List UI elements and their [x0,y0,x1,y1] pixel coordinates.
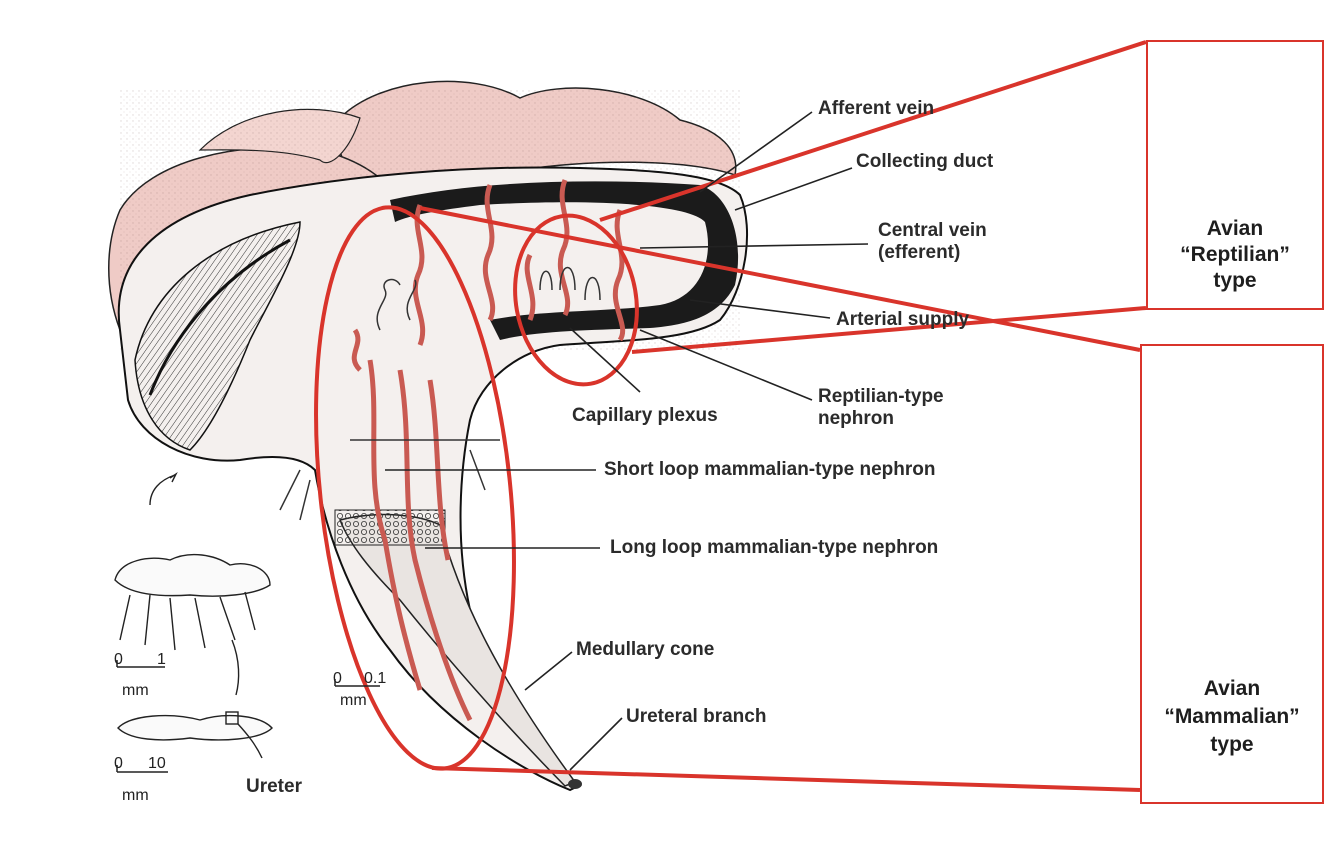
panel-reptilian-line3: type [1213,269,1257,292]
label-capillary-plexus: Capillary plexus [572,405,718,426]
label-short-loop-nephron: Short loop mammalian-type nephron [604,459,936,480]
inset-sketches [114,471,273,759]
label-central-vein-line1: Central vein [878,220,987,241]
connector-reptilian-bottom [631,306,1147,354]
label-medullary-cone: Medullary cone [576,639,715,660]
label-reptilian-nephron-line2: nephron [818,408,894,429]
panel-reptilian-line1: Avian [1206,217,1264,240]
connector-mammalian-bottom [431,766,1141,792]
scale-inset-top-end: 1 [157,651,166,668]
label-reptilian-nephron-line1: Reptilian-type [818,386,944,407]
scale-inset-bottom-unit: mm [122,787,149,804]
scale-main-unit: mm [340,692,367,709]
connector-mammalian-top [419,206,1141,352]
panel-mammalian-line1: Avian [1203,677,1261,700]
leader-lines [385,111,869,771]
connector-reptilian-top [599,40,1147,222]
scale-inset-bottom-start: 0 [114,755,123,772]
panel-mammalian-line2: “Mammalian” [1164,705,1300,728]
label-arterial-supply: Arterial supply [836,309,970,330]
panel-reptilian: Avian “Reptilian” type [1146,40,1324,310]
panel-mammalian-line3: type [1210,733,1254,756]
scale-inset-top-start: 0 [114,651,123,668]
scale-main-end: 0.1 [364,670,387,687]
nephron-loops [279,267,601,521]
label-central-vein-line2: (efferent) [878,242,961,263]
panel-reptilian-line2: “Reptilian” [1180,243,1290,266]
label-long-loop-nephron: Long loop mammalian-type nephron [610,537,939,558]
label-ureteral-branch: Ureteral branch [626,706,767,727]
label-ureter: Ureter [246,776,302,797]
label-central-vein: Central vein (efferent) [878,220,987,264]
scale-main-start: 0 [333,670,342,687]
label-reptilian-nephron: Reptilian-type nephron [818,386,944,430]
scale-bars [116,660,380,773]
highlight-overlays [314,40,1147,792]
panel-mammalian: Avian “Mammalian” type [1140,344,1324,804]
reptilian-zone-ellipse [513,213,639,387]
label-afferent-vein: Afferent vein [818,98,935,119]
label-collecting-duct: Collecting duct [856,151,994,172]
scale-inset-bottom-end: 10 [148,755,166,772]
scale-inset-top-unit: mm [122,682,149,699]
